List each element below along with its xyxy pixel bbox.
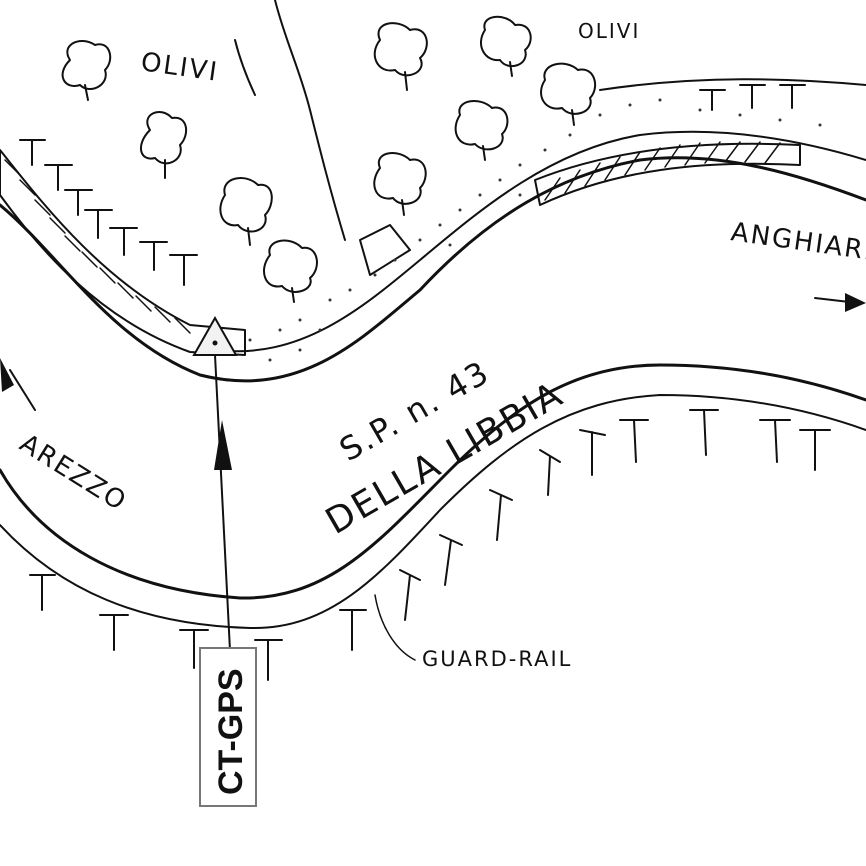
olive-tree-icon (373, 22, 428, 91)
olive-tree-icon (140, 111, 188, 179)
guard-rail-leader (374, 594, 416, 661)
guard-rail-posts (19, 84, 831, 681)
gps-point-marker[interactable] (192, 315, 238, 356)
destination-east-label: ANGHIARI (729, 217, 866, 267)
olive-tree-icon (263, 239, 318, 303)
olive-tree-icon (61, 40, 112, 101)
olive-tree-icon (219, 176, 273, 246)
road-lower-edge (0, 363, 866, 600)
right-hatched-wall (359, 78, 866, 276)
olive-tree-icon (454, 99, 509, 161)
road-upper-edge (0, 156, 866, 383)
olive-right-label: OLIVI (578, 19, 640, 43)
arrow-icon (214, 420, 232, 470)
olive-tree-icon (373, 152, 427, 216)
field-boundary (274, 0, 346, 241)
guard-rail-label: GUARD-RAIL (422, 647, 572, 671)
olive-tree-icon (480, 15, 532, 77)
arrow-icon (814, 293, 866, 312)
ct-gps-tag: CT-GPS (199, 647, 257, 807)
road-shoulder-upper (214, 130, 866, 353)
destination-west-label: AREZZO (14, 428, 132, 517)
olive-tree-icon (540, 62, 597, 126)
triangle-marker-icon[interactable] (192, 315, 238, 356)
olive-trees (61, 15, 597, 303)
gps-sightline (214, 354, 233, 691)
road-shoulder-lower (0, 394, 866, 630)
embankment-dots (248, 98, 822, 362)
ct-gps-label: CT-GPS (212, 668, 250, 795)
olive-left-label: OLIVI (139, 47, 220, 88)
left-hatched-wall (0, 149, 246, 356)
arrow-icon (0, 358, 36, 411)
field-boundary-2 (234, 39, 256, 96)
